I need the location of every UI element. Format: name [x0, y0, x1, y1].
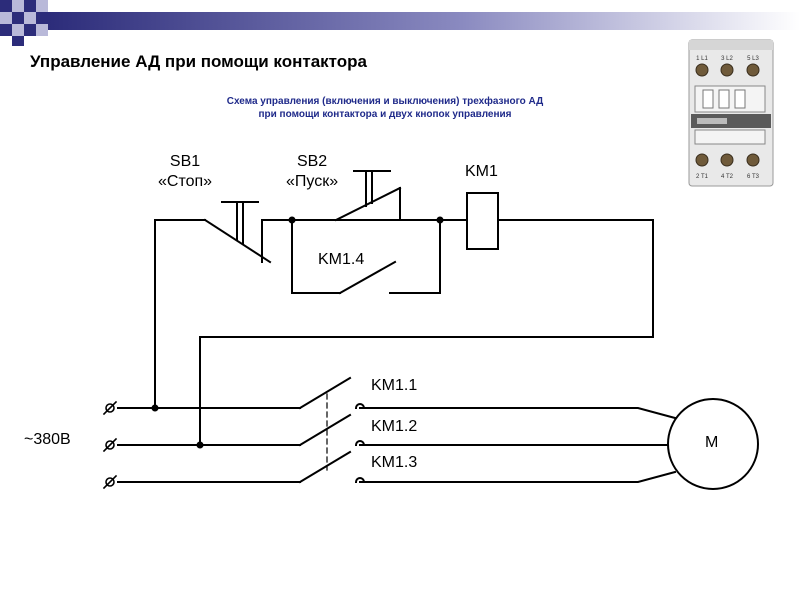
motor-symbol: [667, 398, 759, 490]
km1-2-label: KM1.2: [371, 418, 418, 435]
slide-title: Управление АД при помощи контактора: [30, 52, 367, 71]
contactor-bottom-terminal: 6 T3: [747, 174, 760, 180]
terminal-screw-icon: [720, 63, 734, 77]
phase-line-3: [359, 470, 677, 483]
header-square: [12, 12, 24, 24]
phase-line-1: [359, 407, 677, 420]
header-square: [36, 0, 48, 12]
header-square: [0, 12, 12, 24]
supply-voltage-label: ~380В: [24, 431, 71, 448]
header-square: [24, 24, 36, 36]
control-circuit: [154, 187, 654, 446]
control-wire: [261, 187, 401, 221]
sb1-function: «Стоп»: [158, 173, 213, 190]
sb2-label: SB2 «Пуск»: [286, 152, 338, 192]
km1-2-main-contact: [298, 413, 352, 447]
control-wire: [389, 219, 441, 294]
sb2-start-button: [334, 170, 402, 222]
header-square: [12, 24, 24, 36]
sb2-contact-blade: [334, 186, 402, 222]
header-square: [36, 12, 48, 24]
subtitle-line-2: при помощи контактора и двух кнопок упра…: [258, 109, 512, 120]
header-gradient-bar: [48, 12, 800, 30]
contactor-top-terminal: 5 L3: [747, 56, 759, 62]
terminal-screw-icon: [720, 153, 734, 167]
km1-3-label: KM1.3: [371, 454, 418, 471]
control-wire: [291, 219, 341, 294]
header-square: [12, 36, 24, 46]
terminal-screw-icon: [695, 153, 709, 167]
terminal-icon: [102, 474, 118, 490]
header-square: [24, 12, 36, 24]
control-wire: [199, 219, 654, 446]
terminal-screw-icon: [746, 153, 760, 167]
km1-contact-arc: [354, 477, 366, 484]
junction-dot: [436, 216, 444, 224]
contactor-photo: 1 L1 3 L2 5 L3 2 T1 4 T2 6 T3: [688, 39, 774, 187]
terminal-screw-icon: [746, 63, 760, 77]
km1-contact-arc: [354, 440, 366, 447]
header-square: [36, 24, 48, 36]
control-wire: [154, 219, 206, 409]
sb1-name: SB1: [169, 153, 201, 170]
km1-3-main-contact: [298, 450, 352, 484]
motor-label: M: [705, 434, 719, 451]
sb2-name: SB2: [296, 153, 328, 170]
sb1-stop-button: [203, 201, 272, 264]
km1-coil-label: KM1: [465, 163, 498, 180]
terminal-icon: [102, 437, 118, 453]
junction-dot: [288, 216, 296, 224]
km1-1-main-contact: [298, 376, 352, 410]
power-circuit: [117, 407, 677, 483]
subtitle-line-1: Схема управления (включения и выключения…: [226, 96, 544, 107]
contactor-bottom-terminal: 2 T1: [696, 174, 709, 180]
header-square: [24, 0, 36, 12]
km1-coil: [466, 192, 499, 250]
terminal-screw-icon: [695, 63, 709, 77]
slide-subtitle: Схема управления (включения и выключения…: [180, 95, 590, 121]
km1-4-label: KM1.4: [318, 251, 365, 268]
sb1-label: SB1 «Стоп»: [158, 152, 212, 192]
contactor-top-terminal: 1 L1: [696, 56, 708, 62]
km1-contact-arc: [354, 403, 366, 410]
header-square: [0, 0, 12, 12]
contactor-top-terminal: 3 L2: [721, 56, 733, 62]
header-square: [12, 0, 24, 12]
contactor-bottom-terminal: 4 T2: [721, 174, 734, 180]
header-decoration: [0, 0, 800, 46]
header-square: [0, 24, 12, 36]
km1-4-aux-contact: [338, 260, 397, 295]
terminal-icon: [102, 400, 118, 416]
km1-1-label: KM1.1: [371, 377, 418, 394]
sb2-function: «Пуск»: [286, 173, 339, 190]
